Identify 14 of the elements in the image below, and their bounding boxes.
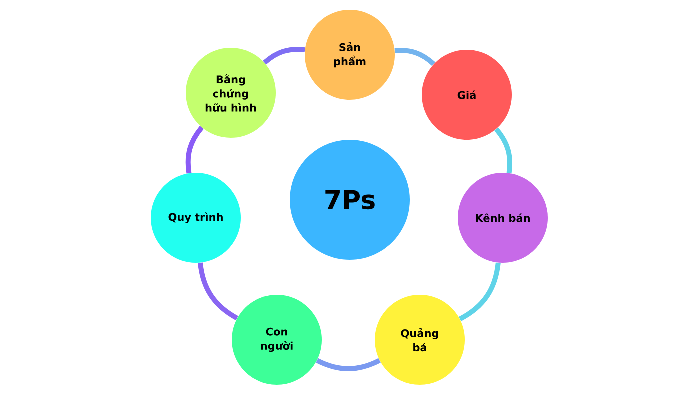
ring-arc <box>458 262 501 322</box>
ring-arc <box>394 48 436 66</box>
circle-node: Quy trình <box>151 173 241 263</box>
ring-arc <box>316 358 381 372</box>
circle-node: Sản phẩm <box>305 10 395 100</box>
circle-node: Bằng chứng hữu hình <box>186 48 276 138</box>
circle-node: Con người <box>232 295 322 385</box>
ring-arc <box>263 47 306 65</box>
ring-arc <box>198 262 239 321</box>
circle-node: Kênh bán <box>458 173 548 263</box>
ring-arc <box>494 128 512 174</box>
circle-node: Giá <box>422 50 512 140</box>
ring-arc <box>186 126 204 174</box>
circle-node: Quảng bá <box>375 295 465 385</box>
